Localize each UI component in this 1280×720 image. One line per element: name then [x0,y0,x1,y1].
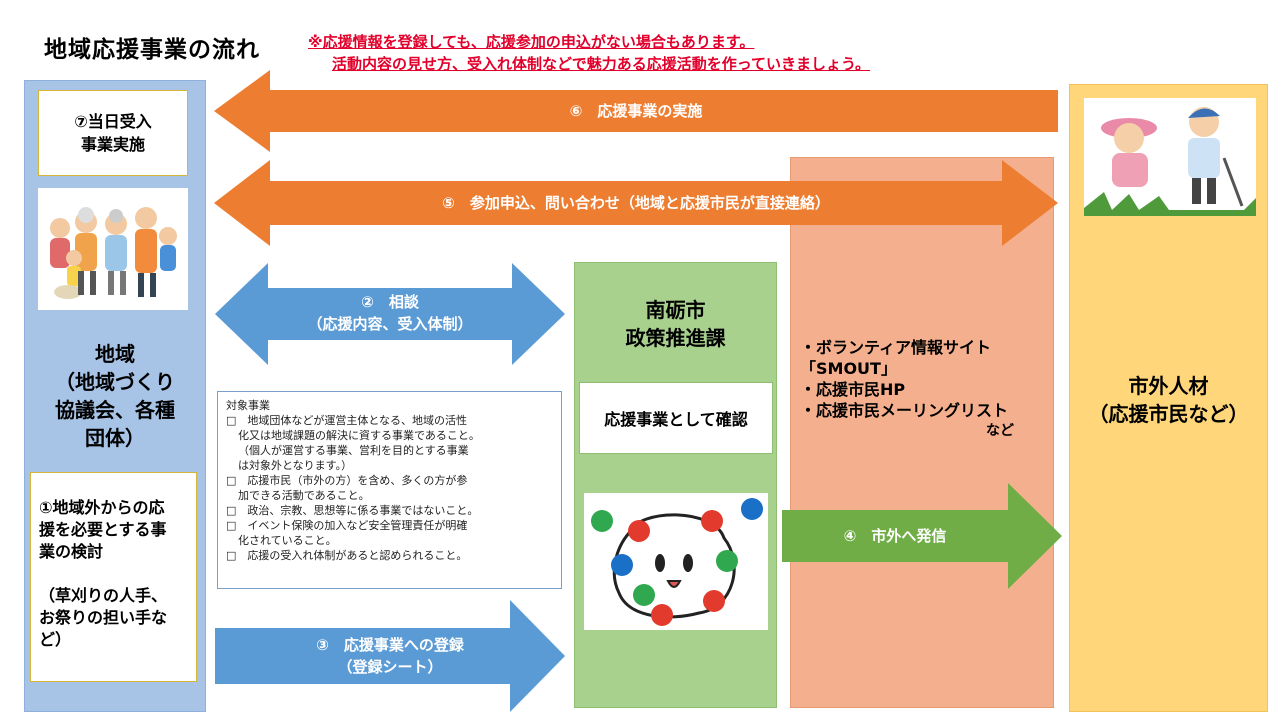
arrow-3-registration [215,600,565,712]
criteria-line: 加できる活動であること。 [238,489,370,502]
arrow-4-label: ④ 市外へ発信 [843,527,947,545]
step-1-sub-line-2: お祭りの担い手な [39,608,168,627]
criteria-line: （個人が運営する事業、営利を目的とする事業 [238,444,469,457]
arrow-2-label-line-1: ② 相談 [361,293,419,311]
step-1-line-3: 業の検討 [39,542,104,561]
media-line-volunteer-site: ・ボランティア情報サイト [800,338,992,357]
criteria-line: □ 応援市民（市外の方）を含め、多くの方が参 [226,474,468,487]
criteria-heading: 対象事業 [226,399,270,412]
step-7-box: ⑦当日受入 事業実施 [38,90,188,176]
step-1-line-1: ①地域外からの応 [39,498,165,517]
mascot-icon [591,498,763,626]
media-etc: など [986,423,1014,439]
arrow-3-label-line-2: （登録シート） [337,658,443,676]
confirm-box: 応援事業として確認 [579,382,773,454]
criteria-line: 化されていること。 [238,534,337,547]
notice-text: ※応援情報を登録しても、応援参加の申込がない場合もあります。 活動内容の見せ方、… [308,31,870,75]
local-label: 地域 （地域づくり 協議会、各種 団体） [24,340,206,452]
criteria-line: □ 政治、宗教、思想等に係る事業ではないこと。 [226,504,479,517]
city-label: 南砺市 政策推進課 [574,296,777,352]
step-7-line-2: 事業実施 [80,135,145,154]
family-illustration [38,188,188,310]
outside-label-line-2: （応援市民など） [1088,402,1249,426]
outside-label: 市外人材 （応援市民など） [1069,372,1268,428]
criteria-line: は対象外となります。） [238,459,353,472]
criteria-line: 化又は地域課題の解決に資する事業であること。 [238,429,480,442]
step-1-sub-line-1: （草刈りの人手、 [39,586,168,605]
arrow-4-broadcast [782,483,1062,589]
outside-label-line-1: 市外人材 [1128,374,1209,398]
criteria-line: □ 応援の受入れ体制があると認められること。 [226,549,468,562]
arrow-2-label-line-2: （応援内容、受入体制） [307,315,473,333]
mascot-illustration [584,493,768,630]
arrow-6-implementation [214,70,1058,152]
arrow-3-label-line-1: ③ 応援事業への登録 [316,636,464,654]
notice-line-2: 活動内容の見せ方、受入れ体制などで魅力ある応援活動を作っていきましょう。 [332,55,871,73]
volunteers-illustration [1084,98,1256,216]
local-label-line-4: 団体） [85,426,145,450]
volunteers-icon [1084,107,1256,216]
media-line-smout: 「SMOUT」 [800,359,897,378]
city-label-line-1: 南砺市 [645,298,706,322]
local-label-line-3: 協議会、各種 [55,398,175,422]
arrow-3-label: ③ 応援事業への登録 （登録シート） [215,634,565,678]
arrow-5-application [214,160,1058,246]
local-label-line-2: （地域づくり [55,370,175,394]
city-column [574,262,777,708]
media-list: ・ボランティア情報サイト 「SMOUT」 ・応援市民HP ・応援市民メーリングリ… [800,337,1050,442]
step-7-line-1: ⑦当日受入 [74,112,152,131]
arrow-6-label: ⑥ 応援事業の実施 [569,102,703,120]
media-line-hp: ・応援市民HP [800,380,906,399]
media-column [790,157,1054,708]
arrow-5-label: ⑤ 参加申込、問い合わせ（地域と応援市民が直接連絡） [442,194,830,212]
step-1-box: ①地域外からの応 援を必要とする事 業の検討 （草刈りの人手、 お祭りの担い手な… [30,472,197,682]
step-1-sub-line-3: ど） [39,630,72,649]
eligibility-criteria-box: 対象事業 □ 地域団体などが運営主体となる、地域の活性 化又は地域課題の解決に資… [217,391,562,589]
local-label-line-1: 地域 [95,342,135,366]
notice-line-1: ※応援情報を登録しても、応援参加の申込がない場合もあります。 [308,33,755,51]
step-1-line-2: 援を必要とする事 [39,520,167,539]
media-line-mailing-list: ・応援市民メーリングリスト [800,401,1009,420]
city-label-line-2: 政策推進課 [625,326,726,350]
family-figures-icon [50,207,177,299]
arrow-2-consultation [215,263,565,365]
criteria-line: □ イベント保険の加入など安全管理責任が明確 [226,519,468,532]
page-title: 地域応援事業の流れ [44,37,260,63]
criteria-line: □ 地域団体などが運営主体となる、地域の活性 [226,414,468,427]
arrow-2-label: ② 相談 （応援内容、受入体制） [215,291,565,335]
